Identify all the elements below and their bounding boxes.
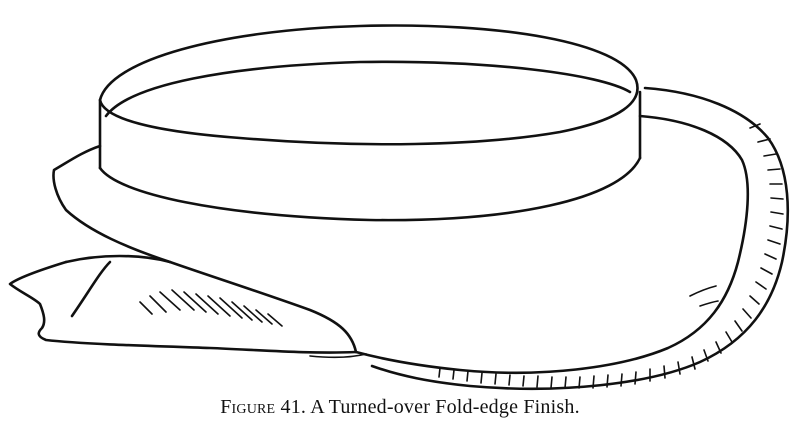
figure-caption: Figure 41. A Turned-over Fold-edge Finis… (0, 396, 800, 419)
figure-title: A Turned-over Fold-edge Finish. (310, 396, 580, 418)
band-inner-rim (106, 62, 630, 116)
brim-front-surface (54, 146, 357, 352)
shadow-hatching (140, 290, 282, 326)
band-bottom-edge (100, 158, 640, 220)
fold-detail (310, 286, 718, 357)
roll-hatching (439, 124, 783, 388)
under-flap-inner (72, 262, 110, 316)
brim-outer-edge (372, 88, 788, 389)
hat-illustration (0, 0, 800, 400)
band-top-rim (100, 25, 637, 144)
figure-label: Figure 41. (220, 396, 306, 418)
brim-fold-line (356, 116, 748, 373)
